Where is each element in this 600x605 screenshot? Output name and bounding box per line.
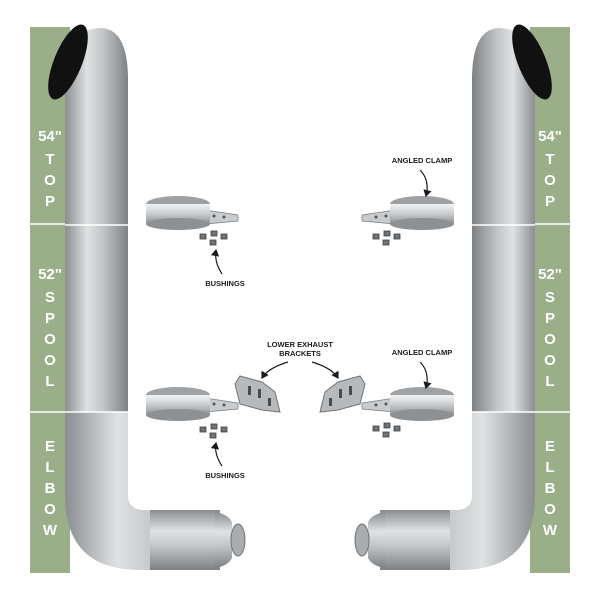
right-stack bbox=[354, 24, 552, 570]
arrow-angled-clamp-lower bbox=[419, 361, 432, 390]
left-outlet-reducer bbox=[215, 512, 232, 568]
left-stack bbox=[48, 24, 246, 570]
left-lower-exhaust-bracket bbox=[234, 375, 281, 413]
left-top-opening bbox=[48, 24, 88, 100]
left-lower-clamp bbox=[146, 387, 239, 421]
arrow-angled-clamp-upper bbox=[419, 169, 432, 198]
left-spool-length: 52" bbox=[38, 266, 62, 283]
right-spool-length: 52" bbox=[538, 266, 562, 283]
left-label-spool: 52" SPOOL bbox=[33, 266, 67, 392]
left-spool-pipe bbox=[65, 225, 128, 412]
right-lower-bushings bbox=[372, 422, 401, 438]
arrow-bushings-upper bbox=[210, 248, 223, 275]
left-top-pipe bbox=[65, 28, 128, 225]
left-upper-bushings bbox=[199, 230, 228, 246]
left-label-elbow: ELBOW bbox=[33, 436, 67, 541]
right-top-length: 54" bbox=[538, 128, 562, 145]
arrow-bracket-right bbox=[311, 361, 339, 380]
callout-angled-clamp-upper: ANGLED CLAMP bbox=[391, 156, 453, 165]
right-lower-exhaust-bracket bbox=[319, 375, 366, 413]
arrow-bushings-lower bbox=[210, 441, 223, 467]
right-upper-clamp bbox=[361, 196, 454, 230]
callout-angled-clamp-lower: ANGLED CLAMP bbox=[391, 348, 453, 357]
right-label-top: 54" TOP bbox=[533, 128, 567, 212]
left-spool-name: SPOOL bbox=[44, 289, 56, 390]
left-band bbox=[30, 27, 70, 573]
right-elbow-name: ELBOW bbox=[542, 438, 558, 539]
left-lower-bushings bbox=[199, 423, 228, 439]
right-label-spool: 52" SPOOL bbox=[533, 266, 567, 392]
callout-bushings-lower: BUSHINGS bbox=[205, 471, 245, 480]
right-top-name: TOP bbox=[544, 151, 556, 210]
callout-lower-exhaust-brackets: LOWER EXHAUST BRACKETS bbox=[267, 340, 333, 358]
right-label-elbow: ELBOW bbox=[533, 436, 567, 541]
left-top-length: 54" bbox=[38, 128, 62, 145]
left-upper-clamp bbox=[146, 196, 239, 230]
left-elbow-name: ELBOW bbox=[42, 438, 58, 539]
right-upper-bushings bbox=[372, 230, 401, 246]
right-band bbox=[530, 27, 570, 573]
left-label-top: 54" TOP bbox=[33, 128, 67, 212]
left-top-name: TOP bbox=[44, 151, 56, 210]
arrow-bracket-left bbox=[261, 361, 289, 380]
right-lower-clamp bbox=[361, 387, 454, 421]
callout-bushings-upper: BUSHINGS bbox=[205, 279, 245, 288]
left-elbow-outlet bbox=[150, 510, 220, 570]
right-spool-name: SPOOL bbox=[544, 289, 556, 390]
